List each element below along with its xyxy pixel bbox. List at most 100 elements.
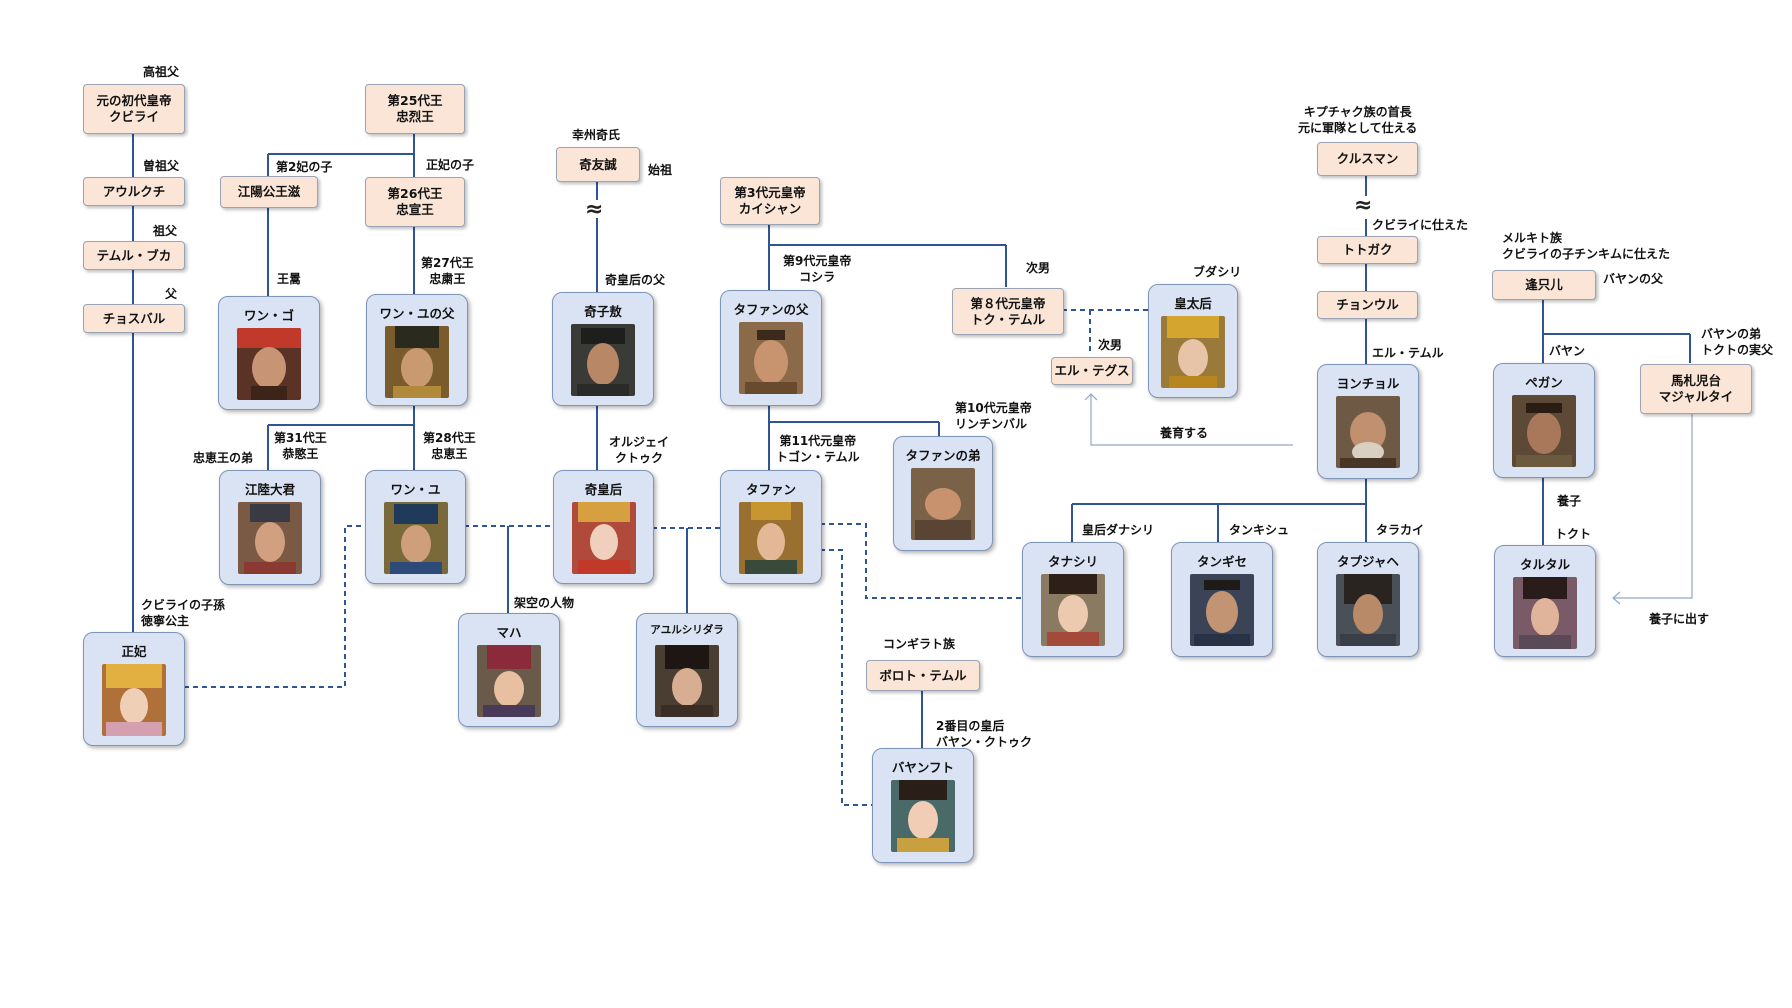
box-el-tegus: エル・テグス	[1051, 357, 1133, 385]
label-grandfather: 祖父	[153, 224, 178, 238]
portrait-icon	[1336, 574, 1400, 646]
card-name: タンギセ	[1196, 554, 1247, 569]
card-tafan-brother: タファンの弟	[893, 436, 993, 551]
card-wang-yu-father: ワン・ユの父	[366, 294, 468, 406]
box-chungnyeol: 第25代王 忠烈王	[365, 84, 465, 134]
label-second-son: 次男	[1098, 338, 1123, 352]
card-name: タファンの弟	[905, 448, 981, 463]
card-gangneung: 江陸大君	[219, 470, 321, 585]
label-bayan-brother: バヤンの弟 トクトの実父	[1701, 327, 1774, 357]
portrait-icon	[385, 326, 449, 398]
label-chunghye-brother: 忠恵王の弟	[193, 451, 254, 465]
card-princess-jeong: 正妃	[83, 632, 185, 746]
label-khongirad: コンギラト族	[883, 637, 956, 651]
card-wang-yu: ワン・ユ	[365, 470, 466, 584]
card-name: 奇子敖	[584, 304, 622, 319]
portrait-icon	[571, 324, 635, 396]
label-great-grandfather: 曽祖父	[143, 159, 180, 173]
portrait-icon	[1513, 577, 1577, 649]
label-father: 父	[165, 287, 178, 301]
card-wang-go: ワン・ゴ	[218, 296, 320, 410]
label-second-son-top: 次男	[1026, 261, 1051, 275]
portrait-icon	[102, 664, 166, 736]
portrait-icon	[237, 328, 301, 400]
card-name: タファン	[745, 482, 796, 497]
card-name: 正妃	[121, 644, 147, 659]
box-kaishan: 第3代元皇帝 カイシャン	[720, 177, 820, 225]
label-served-kubilai: クビライに仕えた	[1372, 218, 1469, 232]
box-ki-yuseong: 奇友誠	[556, 147, 640, 182]
box-jongul: チョンウル	[1317, 291, 1418, 319]
card-taltal: タルタル	[1494, 545, 1596, 657]
card-tapjahe: タプジャヘ	[1317, 542, 1419, 657]
portrait-icon	[1190, 574, 1254, 646]
label-fictional: 架空の人物	[514, 596, 575, 610]
label-chungsuk: 第27代王 忠粛王	[421, 256, 474, 286]
portrait-icon	[1512, 395, 1576, 467]
label-wang-ho: 王暠	[277, 272, 302, 286]
card-name: ワン・ユ	[390, 482, 441, 497]
portrait-icon	[1041, 574, 1105, 646]
box-temur-buka: テムル・ブカ	[83, 241, 185, 270]
box-majaltai: 馬札児台 マジャルタイ	[1640, 364, 1752, 414]
label-adopted: 養子	[1557, 494, 1582, 508]
card-pegan: ペガン	[1493, 363, 1595, 478]
portrait-icon	[238, 502, 302, 574]
card-name: アユルシリダラ	[650, 624, 724, 636]
box-bolot-temur: ボロト・テムル	[866, 660, 980, 691]
label-kipchak: キプチャク族の首長 元に軍隊として仕える	[1298, 105, 1418, 135]
card-ayushiridara: アユルシリダラ	[636, 613, 738, 727]
card-tafan-father: タファンの父	[720, 290, 822, 406]
portrait-icon	[1336, 396, 1400, 468]
portrait-icon	[655, 645, 719, 717]
portrait-icon	[891, 780, 955, 852]
card-empress-dowager: 皇太后	[1148, 284, 1238, 398]
label-oljeitu: オルジェイ クトゥク	[609, 435, 670, 465]
card-tangise: タンギセ	[1171, 542, 1273, 657]
label-ancestor: 始祖	[648, 163, 673, 177]
box-chungseon: 第26代王 忠宣王	[365, 177, 465, 227]
card-yon-chol: ヨンチョル	[1317, 364, 1419, 479]
label-kosila: 第9代元皇帝 コシラ	[783, 254, 852, 284]
card-tafan: タファン	[720, 470, 822, 584]
portrait-icon	[739, 502, 803, 574]
card-name: タプジャヘ	[1337, 554, 1399, 569]
label-budashiri: ブダシリ	[1193, 265, 1242, 279]
card-name: 江陸大君	[244, 482, 295, 497]
portrait-icon	[911, 468, 975, 540]
label-adopt-out: 養子に出す	[1649, 612, 1710, 626]
card-name: ワン・ゴ	[243, 308, 294, 323]
card-name: ペガン	[1525, 375, 1563, 390]
box-oh-chi: 逢只儿	[1492, 270, 1596, 300]
label-togon-temur: 第11代元皇帝 トゴン・テムル	[776, 434, 860, 464]
box-totogaku: トトガク	[1317, 236, 1418, 264]
card-name: ヨンチョル	[1336, 376, 1400, 391]
card-name: マハ	[496, 625, 522, 640]
label-raise: 養育する	[1160, 426, 1209, 440]
card-name: 奇皇后	[584, 482, 623, 497]
label-tokto: トクト	[1555, 527, 1592, 541]
box-toku-temur: 第８代元皇帝 トク・テムル	[952, 288, 1064, 335]
box-gangyang: 江陽公王滋	[220, 176, 318, 208]
card-name: タルタル	[1519, 557, 1570, 572]
label-chunghye: 第28代王 忠恵王	[423, 431, 476, 461]
label-kubilai-grandchild: クビライの子孫 徳寧公主	[141, 598, 226, 628]
label-bayan: バヤン	[1549, 344, 1586, 358]
label-bayan-father: バヤンの父	[1603, 272, 1664, 286]
card-name: バヤンフト	[891, 760, 955, 775]
card-name: 皇太后	[1174, 296, 1212, 311]
portrait-icon	[383, 502, 448, 574]
label-rinchinbal: 第10代元皇帝 リンチンバル	[955, 401, 1032, 431]
card-bayan-hutu: バヤンフト	[872, 748, 974, 863]
label-great-great-grandfather: 高祖父	[143, 65, 180, 79]
label-empress-danashiri: 皇后ダナシリ	[1082, 523, 1155, 537]
label-tarakai: タラカイ	[1376, 523, 1425, 537]
card-empress-ki: 奇皇后	[553, 470, 654, 584]
label-empress-ki-father: 奇皇后の父	[605, 273, 666, 287]
card-ki-jao: 奇子敖	[552, 292, 654, 406]
card-name: タファンの父	[733, 302, 809, 317]
generation-gap-wave: ≈	[1354, 193, 1373, 218]
label-haengju: 幸州奇氏	[572, 128, 621, 142]
